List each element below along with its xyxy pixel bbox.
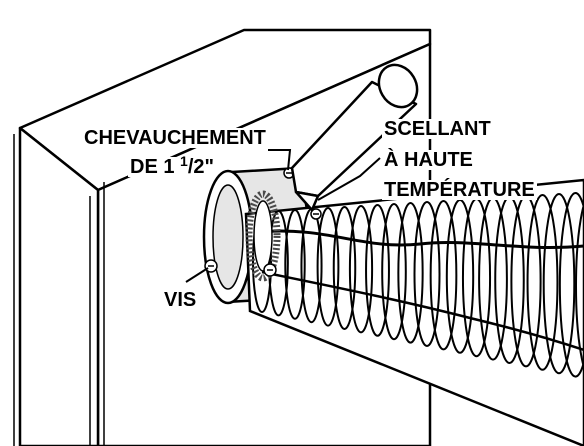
- liner-rib: [445, 199, 475, 354]
- liner-seam-lower: [261, 270, 584, 352]
- liner-rib: [348, 205, 374, 334]
- screw-leader: [185, 267, 209, 283]
- liner-rib: [365, 204, 390, 337]
- overlap-line1: CHEVAUCHEMENT: [84, 127, 266, 149]
- liner-rib: [397, 201, 424, 344]
- liner-rib: [575, 191, 584, 381]
- liner-rib: [429, 200, 458, 351]
- sealant-leader: [317, 157, 381, 201]
- liner-rib: [332, 206, 357, 330]
- collar-opening: [212, 184, 244, 290]
- sealant-label-line1: SCELLANT: [382, 118, 493, 140]
- screw-lower: [263, 263, 277, 277]
- liner-seam: [257, 229, 584, 249]
- tube-end: [377, 63, 419, 109]
- screws: [204, 167, 322, 277]
- overlap-label-line2: DE 1 1/2": [128, 153, 216, 178]
- screw-label: VIS: [162, 289, 199, 311]
- screw-left: [204, 259, 218, 273]
- chimney-side-face: [18, 126, 100, 446]
- overlap-leader: [268, 149, 292, 171]
- leader-lines: [185, 149, 381, 283]
- liner-rib: [413, 201, 441, 347]
- tube-nozzle: [294, 190, 320, 212]
- sealant-label-line3: TEMPÉRATURE: [382, 179, 537, 201]
- sealant-ring: [245, 190, 281, 282]
- liner-rib: [558, 191, 584, 378]
- sealant-tube: [290, 63, 419, 212]
- liner-rib: [316, 206, 340, 327]
- sealant-label-line2: À HAUTE: [382, 149, 475, 171]
- liner-rib: [526, 194, 559, 371]
- liner-rib: [284, 209, 306, 320]
- overlap-label: CHEVAUCHEMENT: [82, 128, 268, 148]
- screw-right: [310, 208, 322, 220]
- liner-rib: [381, 203, 407, 341]
- liner-rib: [542, 193, 576, 375]
